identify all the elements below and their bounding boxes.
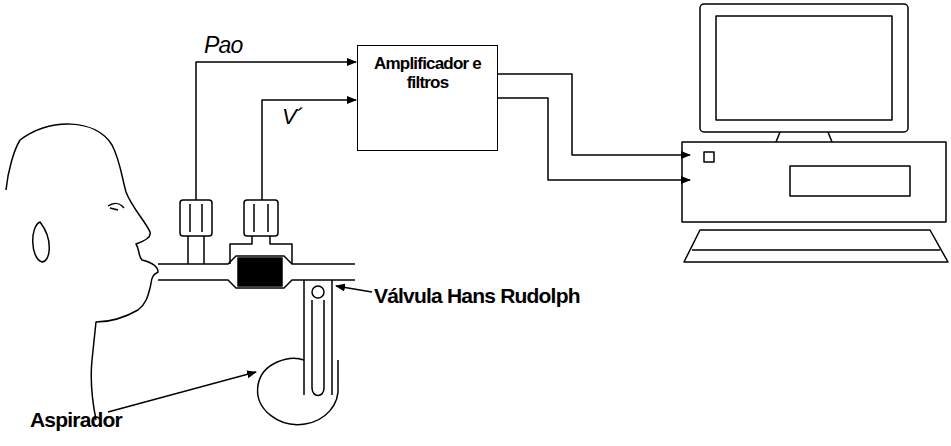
monitor-neck xyxy=(776,132,832,142)
part-label: Válvula Hans Rudolph xyxy=(374,284,580,308)
aspirator xyxy=(258,358,339,424)
signal-wire xyxy=(498,98,690,180)
box-label: Amplificador e filtros xyxy=(364,54,491,92)
part-label: V´ xyxy=(282,104,302,130)
flow-transducer xyxy=(244,200,278,236)
computer-case xyxy=(682,142,946,222)
flow-wire xyxy=(262,100,356,200)
pneumotachograph xyxy=(238,258,282,286)
part-label: Aspirador xyxy=(30,408,122,432)
amplifier-box: Amplificador e filtros xyxy=(357,45,498,151)
screen xyxy=(716,16,892,120)
leader-line xyxy=(336,286,372,292)
valve xyxy=(312,286,324,298)
part-label: Pao xyxy=(204,32,243,59)
drive-slot xyxy=(790,166,910,196)
eye xyxy=(108,204,124,210)
keyboard xyxy=(684,230,948,262)
valve-tube xyxy=(304,280,332,395)
pressure-taps xyxy=(188,204,204,264)
leader-line xyxy=(108,372,256,412)
face-outline xyxy=(20,124,158,420)
monitor xyxy=(700,4,908,132)
ear xyxy=(33,222,50,262)
aspirator-inner xyxy=(312,300,324,396)
signal-wire xyxy=(498,74,690,155)
pressure-wire xyxy=(196,62,356,200)
flow-taps xyxy=(230,204,292,264)
power-button xyxy=(704,152,714,162)
pressure-transducer xyxy=(180,200,212,236)
hair-line xyxy=(6,140,20,190)
